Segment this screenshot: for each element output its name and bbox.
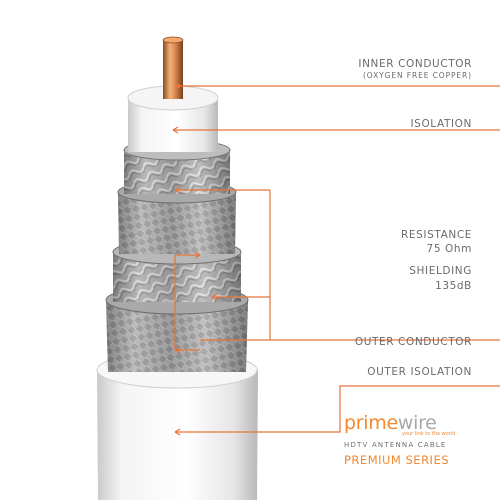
logo-wire-text: wire — [397, 412, 437, 434]
brand-tagline: your link to the world — [402, 431, 456, 437]
label-outer-conductor: OUTER CONDUCTOR — [354, 336, 472, 348]
product-series: PREMIUM SERIES — [344, 453, 450, 467]
outer-jacket-shape — [96, 351, 258, 500]
product-name: HDTV ANTENNA CABLE — [344, 441, 447, 449]
label-shielding-value: 135dB — [435, 280, 472, 292]
copper-conductor-shape — [162, 36, 184, 99]
label-inner-conductor: INNER CONDUCTOR — [358, 58, 472, 70]
dielectric-shape — [127, 85, 219, 152]
label-resistance: RESISTANCE — [401, 229, 472, 241]
label-outer-isolation: OUTER ISOLATION — [367, 366, 472, 378]
label-shielding: SHIELDING — [409, 265, 472, 277]
brand-logo: primewire your link to the world — [344, 412, 484, 437]
brand-block: primewire your link to the world HDTV AN… — [344, 412, 484, 467]
leader-outer-isolation — [175, 385, 500, 433]
label-isolation: ISOLATION — [410, 118, 472, 130]
leader-lines — [172, 83, 500, 436]
logo-prime-text: prime — [344, 412, 398, 434]
label-inner-conductor-sub: (OXYGEN FREE COPPER) — [362, 71, 472, 80]
label-resistance-value: 75 Ohm — [426, 243, 472, 255]
inner-foil-shape — [123, 139, 231, 194]
